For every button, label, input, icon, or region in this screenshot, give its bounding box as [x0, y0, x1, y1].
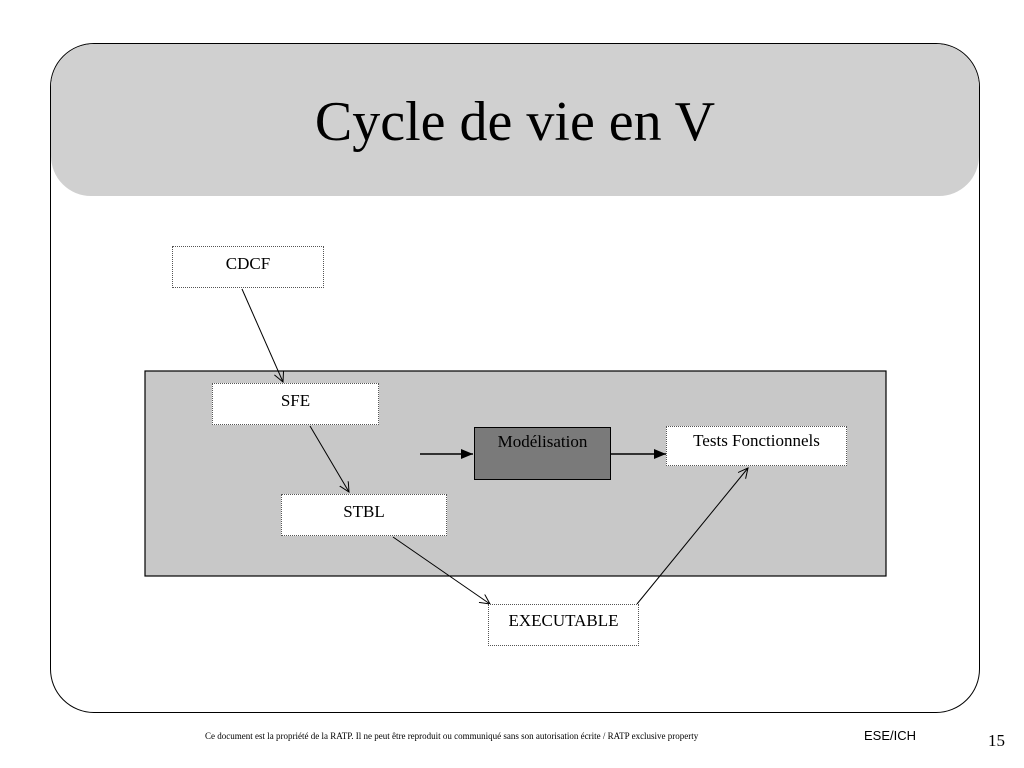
- arrow-executable-tests: [636, 468, 748, 605]
- node-modelisation: Modélisation: [474, 427, 611, 480]
- node-executable: EXECUTABLE: [488, 604, 639, 646]
- node-cdcf: CDCF: [172, 246, 324, 288]
- node-executable-label: EXECUTABLE: [508, 611, 619, 630]
- node-modelisation-label: Modélisation: [497, 432, 588, 451]
- node-tests-fonctionnels: Tests Fonctionnels: [666, 426, 847, 466]
- footer-notice: Ce document est la propriété de la RATP.…: [205, 731, 699, 741]
- node-tests-label: Tests Fonctionnels: [693, 431, 820, 450]
- slide-title: Cycle de vie en V: [314, 91, 716, 153]
- arrow-stbl-executable: [392, 536, 490, 604]
- node-stbl: STBL: [281, 494, 447, 536]
- node-cdcf-label: CDCF: [225, 254, 271, 273]
- node-stbl-label: STBL: [343, 502, 385, 521]
- title-band: Cycle de vie en V: [51, 44, 979, 196]
- node-sfe: SFE: [212, 383, 379, 425]
- node-sfe-label: SFE: [280, 391, 311, 410]
- arrow-sfe-stbl: [309, 425, 349, 492]
- footer-code: ESE/ICH: [864, 728, 917, 743]
- arrow-cdcf-sfe: [241, 288, 283, 382]
- page-number: 15: [988, 731, 1005, 750]
